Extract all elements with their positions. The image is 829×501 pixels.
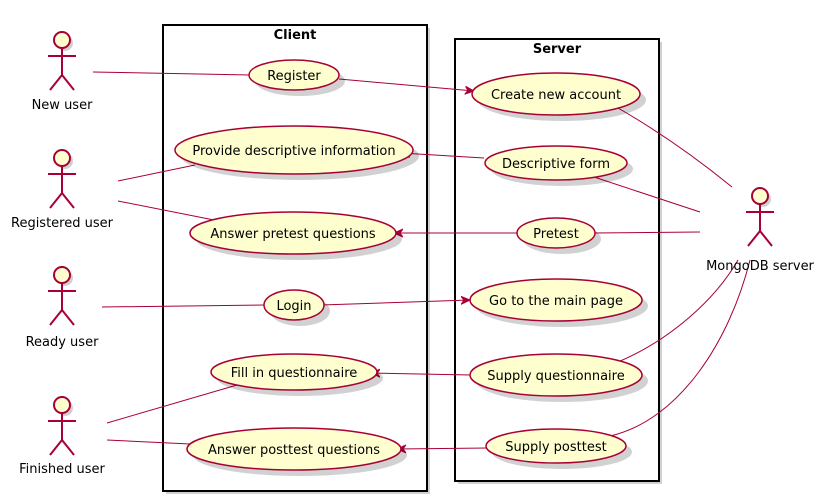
svg-text:Register: Register xyxy=(267,69,321,84)
use-case-descriptive-form: Descriptive form xyxy=(484,145,633,186)
use-case-fill-questionnaire: Fill in questionnaire xyxy=(210,353,383,396)
assoc-form-db xyxy=(593,176,701,213)
assoc-registered-provide xyxy=(117,164,196,182)
actor-ready-user: Ready user xyxy=(26,266,100,350)
server-title: Server xyxy=(533,42,582,57)
use-case-supply-questionnaire: Supply questionnaire xyxy=(469,353,648,402)
arrow-register-create xyxy=(338,78,474,91)
svg-text:New user: New user xyxy=(32,98,93,113)
use-case-register: Register xyxy=(248,59,345,96)
assoc-registered-pretest xyxy=(117,200,215,221)
person-icon xyxy=(751,187,769,205)
person-icon xyxy=(53,31,71,49)
assoc-posttest-db xyxy=(609,259,751,437)
use-case-provide-info: Provide descriptive information xyxy=(174,125,419,180)
client-server-arrows xyxy=(320,78,518,449)
svg-text:Provide descriptive informatio: Provide descriptive information xyxy=(192,144,395,159)
assoc-pretest-db xyxy=(593,231,701,234)
client-title: Client xyxy=(274,28,317,43)
use-case-main-page: Go to the main page xyxy=(469,278,648,327)
arrow-posttest-answer xyxy=(397,448,489,449)
person-icon xyxy=(53,149,71,167)
use-case-login: Login xyxy=(263,289,330,326)
assoc-finished-fill xyxy=(106,384,238,424)
svg-text:Answer pretest questions: Answer pretest questions xyxy=(210,227,376,242)
assoc-new-user-register xyxy=(92,71,252,76)
use-case-supply-posttest: Supply posttest xyxy=(485,428,632,469)
use-case-create-account: Create new account xyxy=(471,72,646,121)
use-case-answer-pretest: Answer pretest questions xyxy=(189,211,402,260)
assoc-create-db xyxy=(617,107,733,188)
svg-text:Registered user: Registered user xyxy=(11,216,114,231)
use-case-pretest: Pretest xyxy=(516,217,601,254)
assoc-questionnaire-db xyxy=(617,259,739,363)
svg-text:Create new account: Create new account xyxy=(491,88,621,103)
svg-text:Login: Login xyxy=(276,299,311,314)
arrow-login-main xyxy=(320,300,470,306)
svg-text:MongoDB server: MongoDB server xyxy=(706,259,814,274)
arrow-supply-fill xyxy=(371,373,472,375)
svg-text:Fill in questionnaire: Fill in questionnaire xyxy=(231,366,358,381)
svg-text:Supply questionnaire: Supply questionnaire xyxy=(487,369,624,384)
svg-text:Answer posttest questions: Answer posttest questions xyxy=(208,443,380,458)
actor-mongodb-server: MongoDB server xyxy=(706,187,815,274)
svg-text:Pretest: Pretest xyxy=(533,227,579,242)
client-boundary: Client xyxy=(162,24,430,494)
assoc-ready-login xyxy=(101,304,266,308)
db-associations xyxy=(593,107,751,437)
arrow-form-provide xyxy=(401,153,485,158)
person-icon xyxy=(53,396,71,414)
actor-registered-user: Registered user xyxy=(11,149,114,231)
svg-text:Ready user: Ready user xyxy=(26,335,100,350)
actor-finished-user: Finished user xyxy=(19,396,106,477)
actor-associations xyxy=(92,71,266,445)
use-case-answer-posttest: Answer posttest questions xyxy=(186,427,407,476)
assoc-finished-posttest xyxy=(106,439,191,445)
svg-text:Supply posttest: Supply posttest xyxy=(505,440,606,455)
svg-text:Descriptive form: Descriptive form xyxy=(502,157,610,172)
actor-new-user: New user xyxy=(32,31,93,113)
svg-text:Finished user: Finished user xyxy=(19,462,105,477)
svg-text:Go to the main page: Go to the main page xyxy=(489,294,623,309)
person-icon xyxy=(53,266,71,284)
